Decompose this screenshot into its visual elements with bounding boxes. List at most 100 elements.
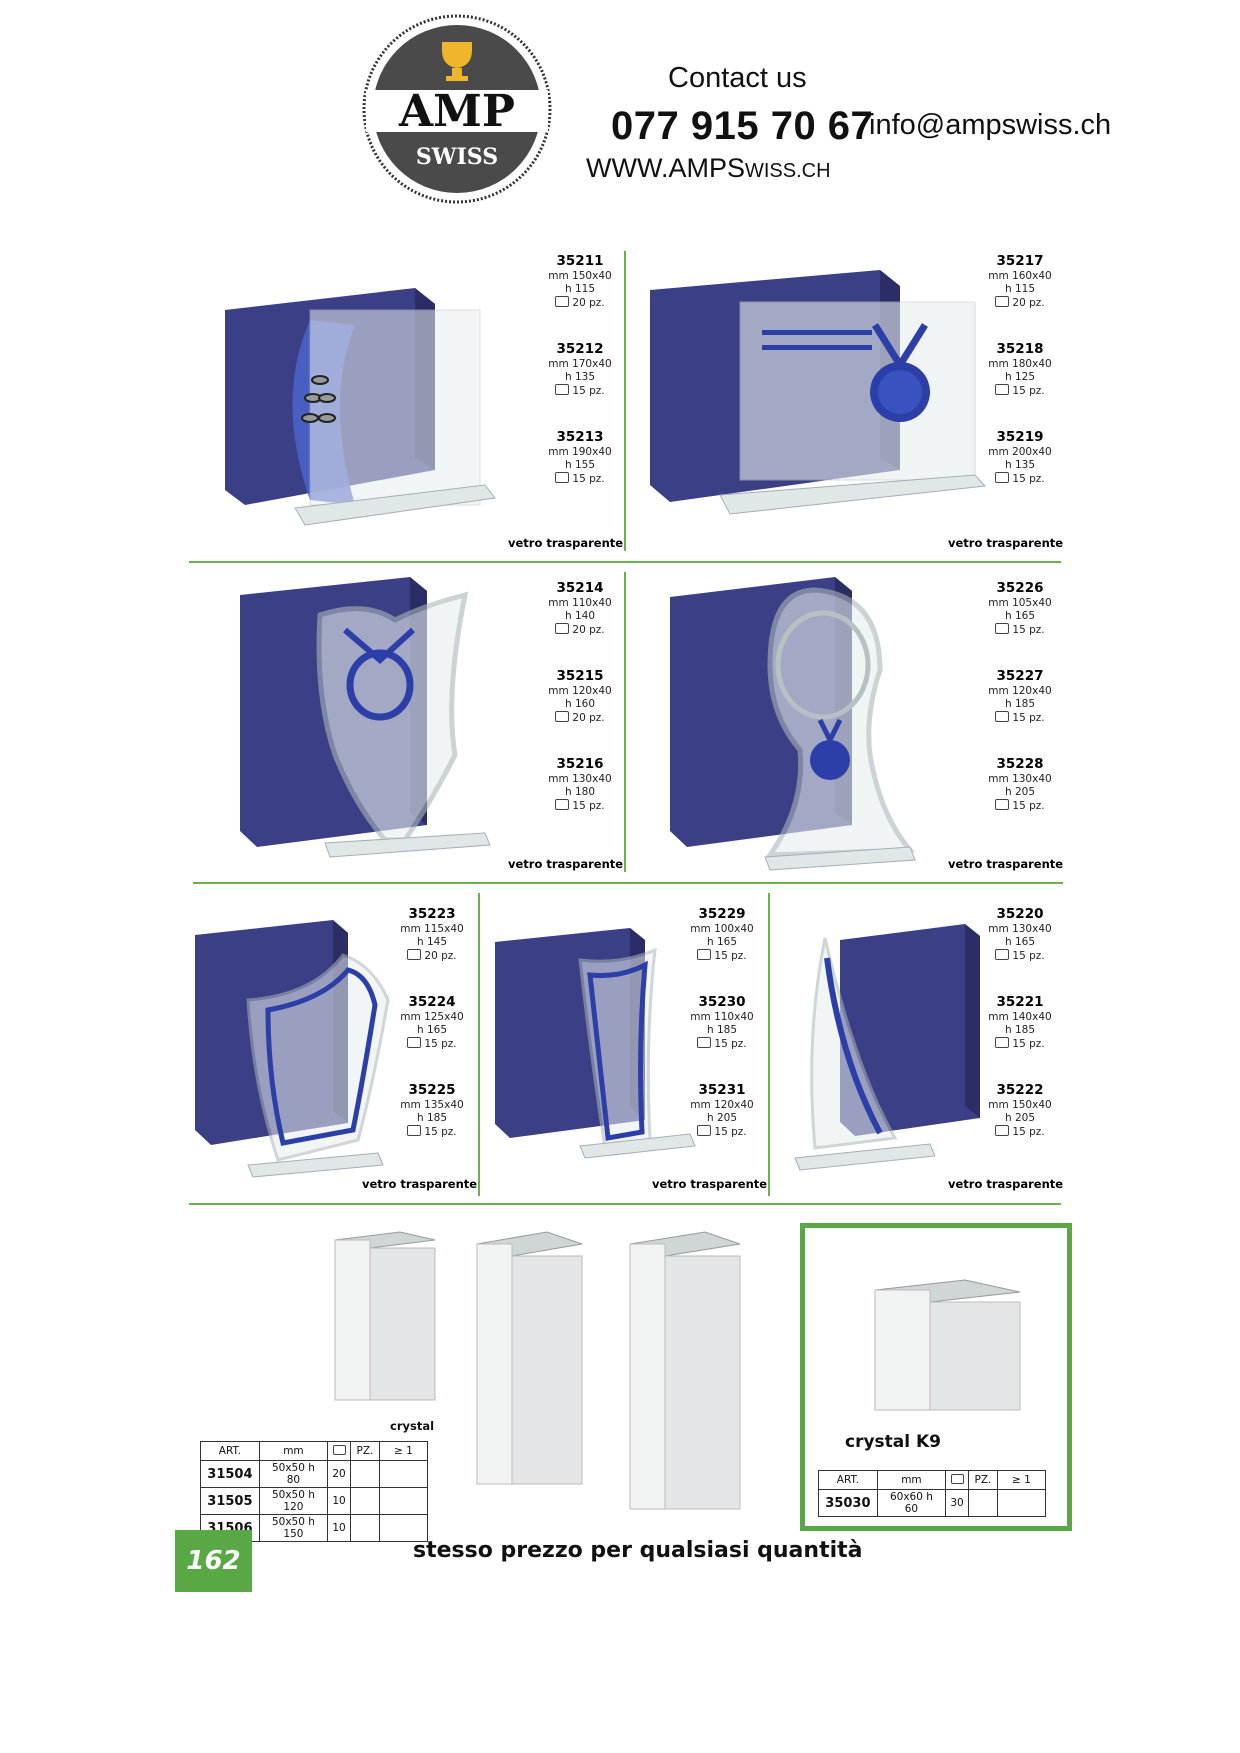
trophy-icon <box>442 42 472 68</box>
table-cell-empty <box>996 1489 1047 1517</box>
header-qty: ≥ 1 <box>378 1441 429 1461</box>
table-row: 31505 50x50 h 120 10 <box>200 1487 429 1515</box>
crystal-k9-table: ART. mm PZ. ≥ 1 35030 60x60 h 60 30 <box>818 1470 1047 1517</box>
contact-phone[interactable]: 077 915 70 67 <box>611 104 874 148</box>
box-icon <box>995 384 1010 395</box>
contact-title: Contact us <box>668 62 807 94</box>
crystal-block-medium-image <box>476 1231 583 1485</box>
table-cell-mm: 50x50 h 120 <box>258 1487 329 1515</box>
material-label: vetro trasparente <box>508 857 624 871</box>
footer-note: stesso prezzo per qualsiasi quantità <box>413 1538 863 1563</box>
product-image-35226 <box>670 577 916 871</box>
box-icon <box>995 1037 1010 1048</box>
box-icon <box>555 623 570 634</box>
box-icon <box>555 472 570 483</box>
table-cell-empty <box>378 1487 429 1515</box>
table-cell-empty <box>378 1514 429 1542</box>
page-number: 162 <box>175 1530 252 1592</box>
contact-website[interactable]: WWW.AMPSWISS.CH <box>586 153 831 184</box>
divider-v-4 <box>768 893 770 1196</box>
crystal-block-large-image <box>629 1231 741 1510</box>
table-cell-empty <box>350 1487 380 1515</box>
header-art: ART. <box>818 1470 878 1490</box>
box-icon <box>332 1444 346 1455</box>
product-image-35229 <box>495 928 696 1159</box>
table-cell-art: 31504 <box>200 1460 260 1488</box>
crystal-k9-cube-image <box>874 1279 1021 1411</box>
table-cell-empty <box>350 1514 380 1542</box>
box-icon <box>555 296 570 307</box>
table-cell-pz: 10 <box>327 1514 351 1542</box>
header-mm: mm <box>876 1470 947 1490</box>
table-cell-pz: 10 <box>327 1487 351 1515</box>
table-cell-empty <box>968 1489 998 1517</box>
contact-email[interactable]: info@ampswiss.ch <box>869 109 1112 141</box>
material-label: vetro trasparente <box>948 536 1064 550</box>
box-icon <box>555 799 570 810</box>
header-pack-icon <box>327 1441 351 1461</box>
box-icon <box>995 472 1010 483</box>
box-icon <box>407 1037 422 1048</box>
divider-h-1 <box>189 561 1061 563</box>
product-image-35214 <box>240 577 491 858</box>
material-label: vetro trasparente <box>362 1177 478 1191</box>
divider-h-2 <box>193 882 1063 884</box>
box-icon <box>555 384 570 395</box>
header-mm: mm <box>258 1441 329 1461</box>
table-header-row: ART. mm PZ. ≥ 1 <box>200 1441 429 1461</box>
product-image-35220 <box>794 924 980 1171</box>
product-image-35211 <box>225 288 496 526</box>
table-cell-mm: 60x60 h 60 <box>876 1489 947 1517</box>
box-icon <box>407 1125 422 1136</box>
logo-text: AMP <box>398 86 515 137</box>
website-part-main: WWW.AMPS <box>586 153 745 183</box>
table-cell-empty <box>378 1460 429 1488</box>
box-icon <box>697 949 712 960</box>
table-cell-empty <box>350 1460 380 1488</box>
table-cell-art: 31505 <box>200 1487 260 1515</box>
divider-h-3 <box>189 1203 1061 1205</box>
header-art: ART. <box>200 1441 260 1461</box>
table-cell-pz: 20 <box>327 1460 351 1488</box>
box-icon <box>995 296 1010 307</box>
divider-v-1 <box>624 251 626 551</box>
table-row: 35030 60x60 h 60 30 <box>818 1489 1047 1517</box>
box-icon <box>995 623 1010 634</box>
table-cell-mm: 50x50 h 150 <box>258 1514 329 1542</box>
product-image-35217 <box>650 270 987 515</box>
crystal-label: crystal <box>390 1419 435 1433</box>
box-icon <box>950 1473 964 1484</box>
box-icon <box>407 949 422 960</box>
box-icon <box>697 1037 712 1048</box>
material-label: vetro trasparente <box>948 1177 1064 1191</box>
header-qty: ≥ 1 <box>996 1470 1047 1490</box>
crystal-k9-label: crystal K9 <box>845 1432 942 1452</box>
table-cell-pz: 30 <box>945 1489 969 1517</box>
divider-v-2 <box>624 572 626 872</box>
divider-v-3 <box>478 893 480 1196</box>
box-icon <box>995 799 1010 810</box>
website-part-small: WISS.CH <box>744 160 831 182</box>
header-pack-icon <box>945 1470 969 1490</box>
table-row: 31504 50x50 h 80 20 <box>200 1460 429 1488</box>
table-cell-mm: 50x50 h 80 <box>258 1460 329 1488</box>
box-icon <box>995 1125 1010 1136</box>
